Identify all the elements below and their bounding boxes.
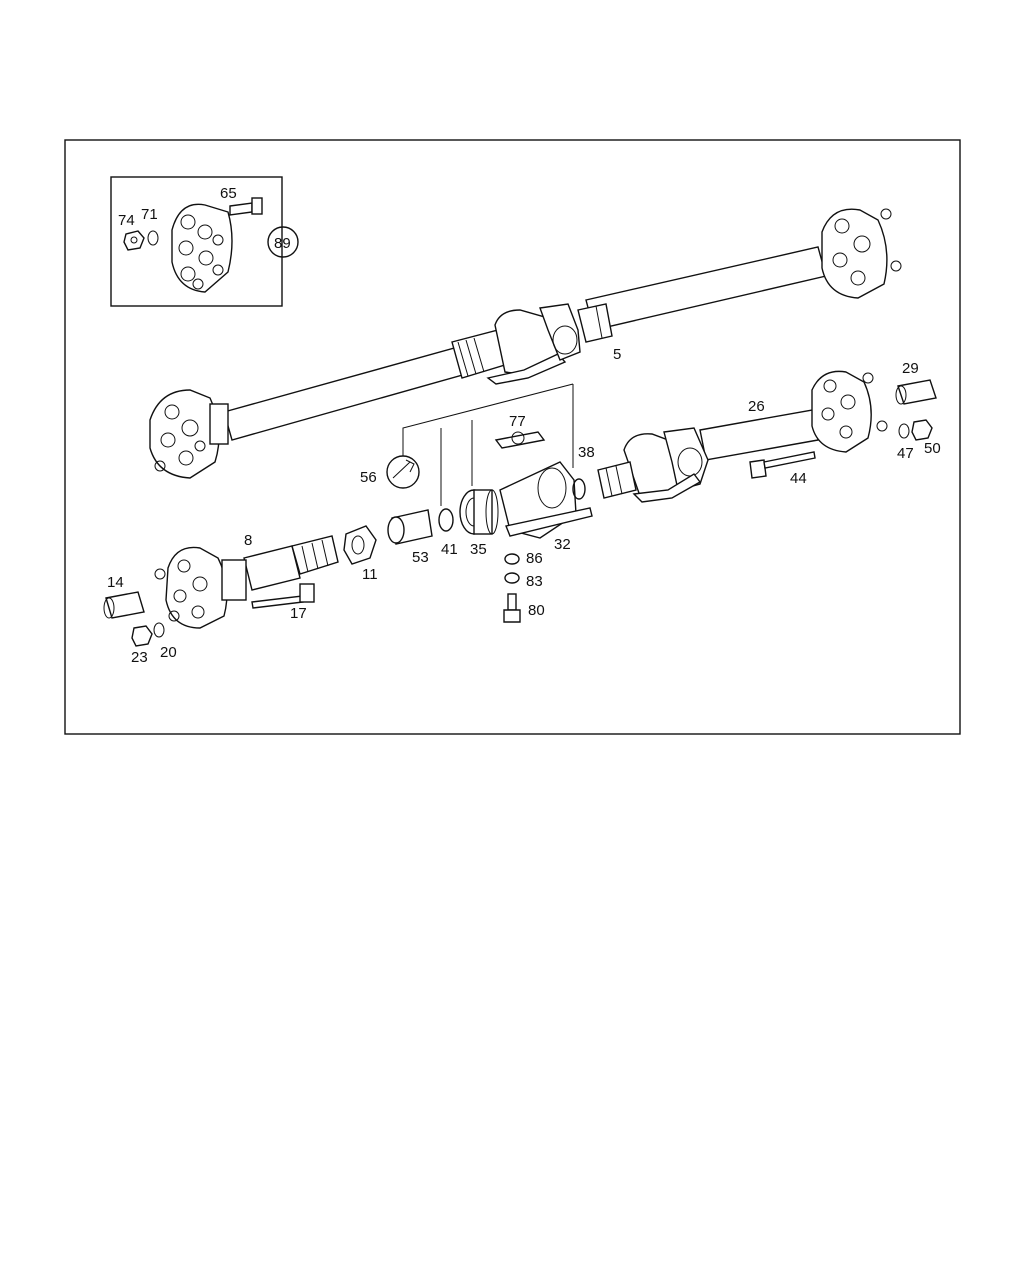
nut-11 bbox=[343, 525, 377, 565]
callout-77: 77 bbox=[509, 413, 526, 430]
bolt-44 bbox=[749, 451, 816, 479]
callout-89: 89 bbox=[274, 235, 291, 252]
callout-56: 56 bbox=[360, 469, 377, 486]
bushing-14 bbox=[103, 591, 145, 619]
upper-propeller-shaft bbox=[149, 208, 902, 479]
inset-flex-disc bbox=[171, 203, 233, 293]
ring-41 bbox=[438, 508, 454, 532]
support-bearing-32 bbox=[499, 461, 593, 539]
bolt-17 bbox=[251, 583, 315, 609]
callout-35: 35 bbox=[470, 541, 487, 558]
callout-53: 53 bbox=[412, 549, 429, 566]
callout-86: 86 bbox=[526, 550, 543, 567]
callout-32: 32 bbox=[554, 536, 571, 553]
lower-left-shaft bbox=[154, 535, 339, 629]
callout-11: 11 bbox=[362, 566, 378, 583]
callout-29: 29 bbox=[902, 360, 919, 377]
leader-lines bbox=[402, 383, 574, 506]
lower-right-shaft bbox=[597, 370, 888, 503]
callout-23: 23 bbox=[131, 649, 148, 666]
nut-23 bbox=[131, 625, 153, 647]
callout-41: 41 bbox=[441, 541, 458, 558]
inset-frame bbox=[110, 176, 283, 307]
washer-20 bbox=[153, 622, 165, 638]
callout-17: 17 bbox=[290, 605, 307, 622]
callout-47: 47 bbox=[897, 445, 914, 462]
callout-50: 50 bbox=[924, 440, 941, 457]
bolt-80 bbox=[503, 593, 521, 623]
callout-8: 8 bbox=[244, 532, 252, 549]
callout-14: 14 bbox=[107, 574, 124, 591]
lock-washer-83 bbox=[504, 572, 520, 584]
wrench-symbol-56 bbox=[386, 455, 420, 489]
callout-38: 38 bbox=[578, 444, 595, 461]
washer-86 bbox=[504, 553, 520, 565]
seal-53 bbox=[387, 509, 433, 545]
callout-74: 74 bbox=[118, 212, 135, 229]
nut-50 bbox=[911, 419, 933, 441]
bearing-35 bbox=[459, 489, 499, 535]
inset-bolt-65 bbox=[229, 197, 263, 216]
washer-38 bbox=[572, 478, 586, 500]
callout-80: 80 bbox=[528, 602, 545, 619]
diagram-frame bbox=[64, 139, 961, 735]
bracket-77 bbox=[494, 431, 546, 449]
washer-47 bbox=[898, 423, 910, 439]
inset-nut-74 bbox=[123, 230, 145, 251]
callout-83: 83 bbox=[526, 573, 543, 590]
inset-washer-71 bbox=[147, 230, 159, 246]
callout-5: 5 bbox=[613, 346, 621, 363]
bushing-29 bbox=[895, 379, 937, 405]
callout-71: 71 bbox=[141, 206, 158, 223]
callout-20: 20 bbox=[160, 644, 177, 661]
callout-circle-89 bbox=[267, 226, 299, 258]
callout-44: 44 bbox=[790, 470, 807, 487]
callout-65: 65 bbox=[220, 185, 237, 202]
callout-26: 26 bbox=[748, 398, 765, 415]
